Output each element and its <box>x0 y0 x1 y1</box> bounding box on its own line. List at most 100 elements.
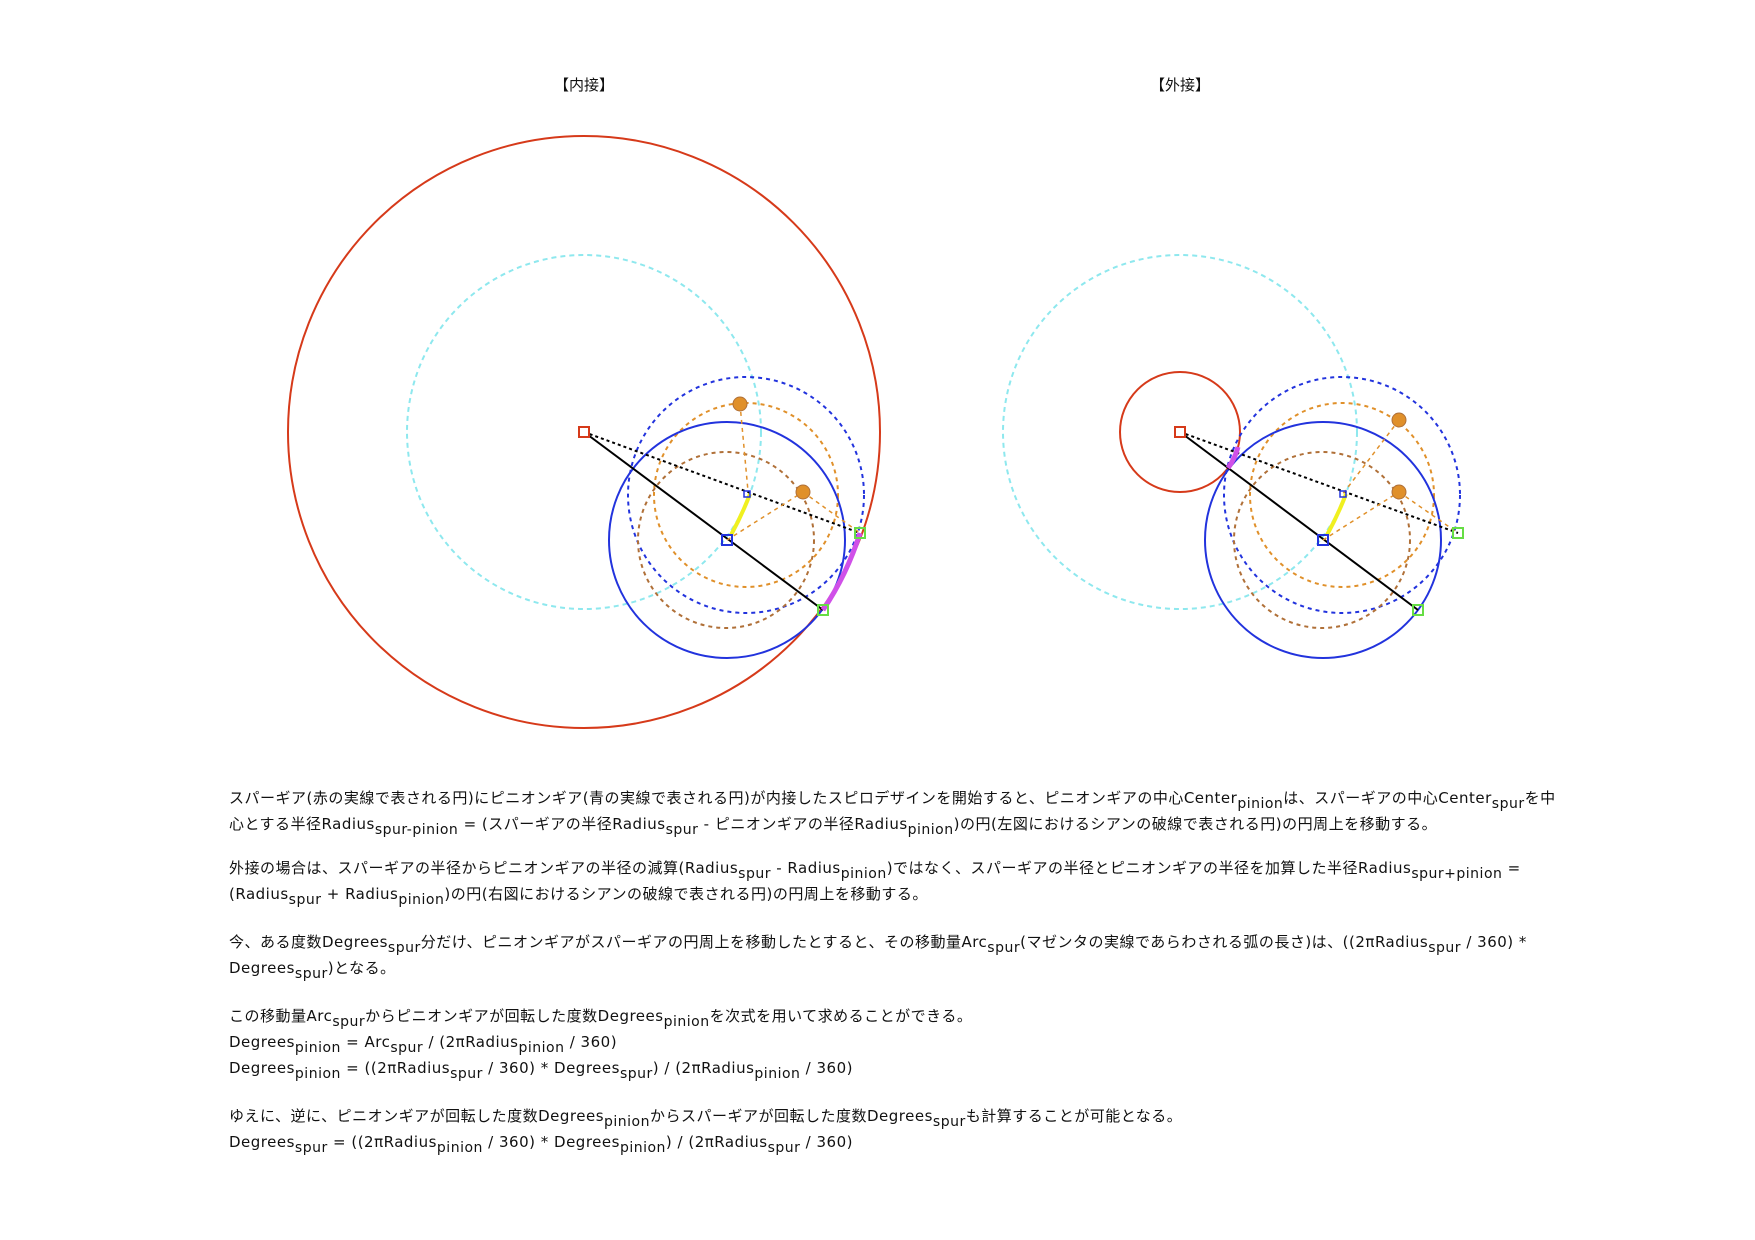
subscript: pinion <box>398 892 445 908</box>
contact-point-marker <box>817 604 829 616</box>
subscript: spur <box>390 1040 424 1056</box>
formula-line: Degreesspur = ((2πRadiuspinion / 360) * … <box>229 1129 1559 1155</box>
yellow-arc <box>729 493 752 536</box>
text: Degrees <box>229 1033 295 1051</box>
text: / 360) * Degrees <box>482 1059 620 1077</box>
text: Degrees <box>229 1059 295 1077</box>
subscript: spur <box>1491 796 1525 812</box>
pen-dot <box>1391 484 1407 500</box>
subscript: spur <box>987 940 1021 956</box>
yellow-arc <box>1325 493 1348 536</box>
spur-gear-circle <box>287 135 881 729</box>
orange-dashed-spoke <box>739 403 749 492</box>
spur-center-marker <box>578 426 590 438</box>
spur-to-contact-line <box>1179 431 1419 611</box>
external-diagram <box>1002 254 1464 659</box>
paragraph-external: 外接の場合は、スパーギアの半径からピニオンギアの半径の減算(Radiusspur… <box>229 855 1559 907</box>
spur-to-initial-contact-line <box>583 431 861 534</box>
subscript: spur <box>1428 940 1462 956</box>
subscript: spur <box>294 966 328 982</box>
text: は、スパーギアの中心Center <box>1283 789 1492 807</box>
brown-dashed-circle <box>1233 451 1411 629</box>
explanation-text: スパーギア(赤の実線で表される円)にピニオンギア(青の実線で表される円)が内接し… <box>229 785 1559 1177</box>
formula-line: Degreespinion = Arcspur / (2πRadiuspinio… <box>229 1029 1559 1055</box>
text: / 360) <box>800 1059 853 1077</box>
text: からスパーギアが回転した度数Degrees <box>650 1107 933 1125</box>
text: / (2πRadius <box>423 1033 519 1051</box>
spur-gear-circle <box>1119 371 1241 493</box>
paragraph-arc: 今、ある度数Degreesspur分だけ、ピニオンギアがスパーギアの円周上を移動… <box>229 929 1559 981</box>
pen-dot <box>732 396 748 412</box>
text: )となる。 <box>327 959 396 977</box>
orange-dashed-spoke <box>726 491 804 541</box>
pinion-gear-circle <box>608 421 846 659</box>
spirograph-diagrams <box>287 135 1464 729</box>
text: + Radius <box>321 885 399 903</box>
text: )ではなく、スパーギアの半径とピニオンギアの半径を加算した半径Radius <box>886 859 1412 877</box>
subscript: pinion <box>1237 796 1284 812</box>
subscript: spur <box>619 1066 653 1082</box>
caption-external: 【外接】 <box>1149 76 1210 94</box>
pen-dot <box>795 484 811 500</box>
text: Degrees <box>229 1133 295 1151</box>
text: = ((2πRadius <box>327 1133 437 1151</box>
pinion-path-circle <box>406 254 762 610</box>
spur-center-marker <box>1174 426 1186 438</box>
text: からピニオンギアが回転した度数Degrees <box>365 1007 664 1025</box>
subscript: spur <box>450 1066 483 1082</box>
pinion-initial-circle <box>627 376 865 614</box>
orange-dashed-spoke <box>1322 491 1400 541</box>
pinion-center-marker <box>1317 534 1329 546</box>
text: 分だけ、ピニオンギアがスパーギアの円周上を移動したとすると、その移動量Arc <box>420 933 988 951</box>
orange-dashed-circle <box>1249 402 1435 588</box>
subscript: pinion <box>619 1140 666 1156</box>
subscript: spur <box>288 892 322 908</box>
internal-diagram <box>287 135 881 729</box>
text: = ((2πRadius <box>340 1059 451 1077</box>
orange-dashed-spoke <box>802 491 861 534</box>
formula-intro: ゆえに、逆に、ピニオンギアが回転した度数Degreespinionからスパーギア… <box>229 1103 1559 1129</box>
text: / 360) <box>800 1133 853 1151</box>
subscript: pinion <box>840 866 887 882</box>
text: / 360) <box>564 1033 618 1051</box>
pinion-initial-center-marker <box>743 490 751 498</box>
text: ) / (2πRadius <box>652 1059 755 1077</box>
text: / 360) * Degrees <box>229 933 1527 977</box>
text: を次式を用いて求めることができる。 <box>709 1007 973 1025</box>
subscript: spur <box>332 1014 366 1030</box>
text: 今、ある度数Degrees <box>229 933 388 951</box>
initial-contact-marker <box>854 527 866 539</box>
subscript: spur <box>294 1140 328 1156</box>
subscript: pinion <box>604 1114 650 1130</box>
paragraph-internal: スパーギア(赤の実線で表される円)にピニオンギア(青の実線で表される円)が内接し… <box>229 785 1559 837</box>
subscript: spur <box>932 1114 966 1130</box>
subscript: spur <box>767 1140 801 1156</box>
subscript: spur+pinion <box>1411 866 1503 882</box>
subscript: pinion <box>754 1066 801 1082</box>
text: (マゼンタの実線であらわされる弧の長さ)は、((2πRadius <box>1020 933 1429 951</box>
orange-dashed-spoke <box>1398 491 1459 534</box>
pinion-initial-circle <box>1223 376 1461 614</box>
text: - Radius <box>770 859 841 877</box>
text: )の円(左図におけるシアンの破線で表される円)の円周上を移動する。 <box>953 815 1438 833</box>
spur-to-initial-contact-line <box>1179 431 1459 534</box>
pen-dot <box>1391 412 1407 428</box>
text: - ピニオンギアの半径Radius <box>698 815 908 833</box>
text: = (Radius <box>229 859 1521 903</box>
subscript: pinion <box>663 1014 710 1030</box>
paragraph-formula-spur: ゆえに、逆に、ピニオンギアが回転した度数Degreespinionからスパーギア… <box>229 1103 1559 1155</box>
spur-to-contact-line <box>583 431 824 611</box>
subscript: pinion <box>518 1040 565 1056</box>
pinion-center-marker <box>721 534 733 546</box>
subscript: spur <box>387 940 421 956</box>
text: )の円(右図におけるシアンの破線で表される円)の円周上を移動する。 <box>444 885 928 903</box>
brown-dashed-circle <box>637 451 815 629</box>
formula-line: Degreespinion = ((2πRadiusspur / 360) * … <box>229 1055 1559 1081</box>
pinion-path-circle <box>1002 254 1358 610</box>
text: ゆえに、逆に、ピニオンギアが回転した度数Degrees <box>229 1107 605 1125</box>
caption-internal: 【内接】 <box>553 76 614 94</box>
text: / 360) * Degrees <box>482 1133 620 1151</box>
pinion-initial-center-marker <box>1339 490 1347 498</box>
text: = (スパーギアの半径Radius <box>458 815 666 833</box>
text: ) / (2πRadius <box>665 1133 768 1151</box>
